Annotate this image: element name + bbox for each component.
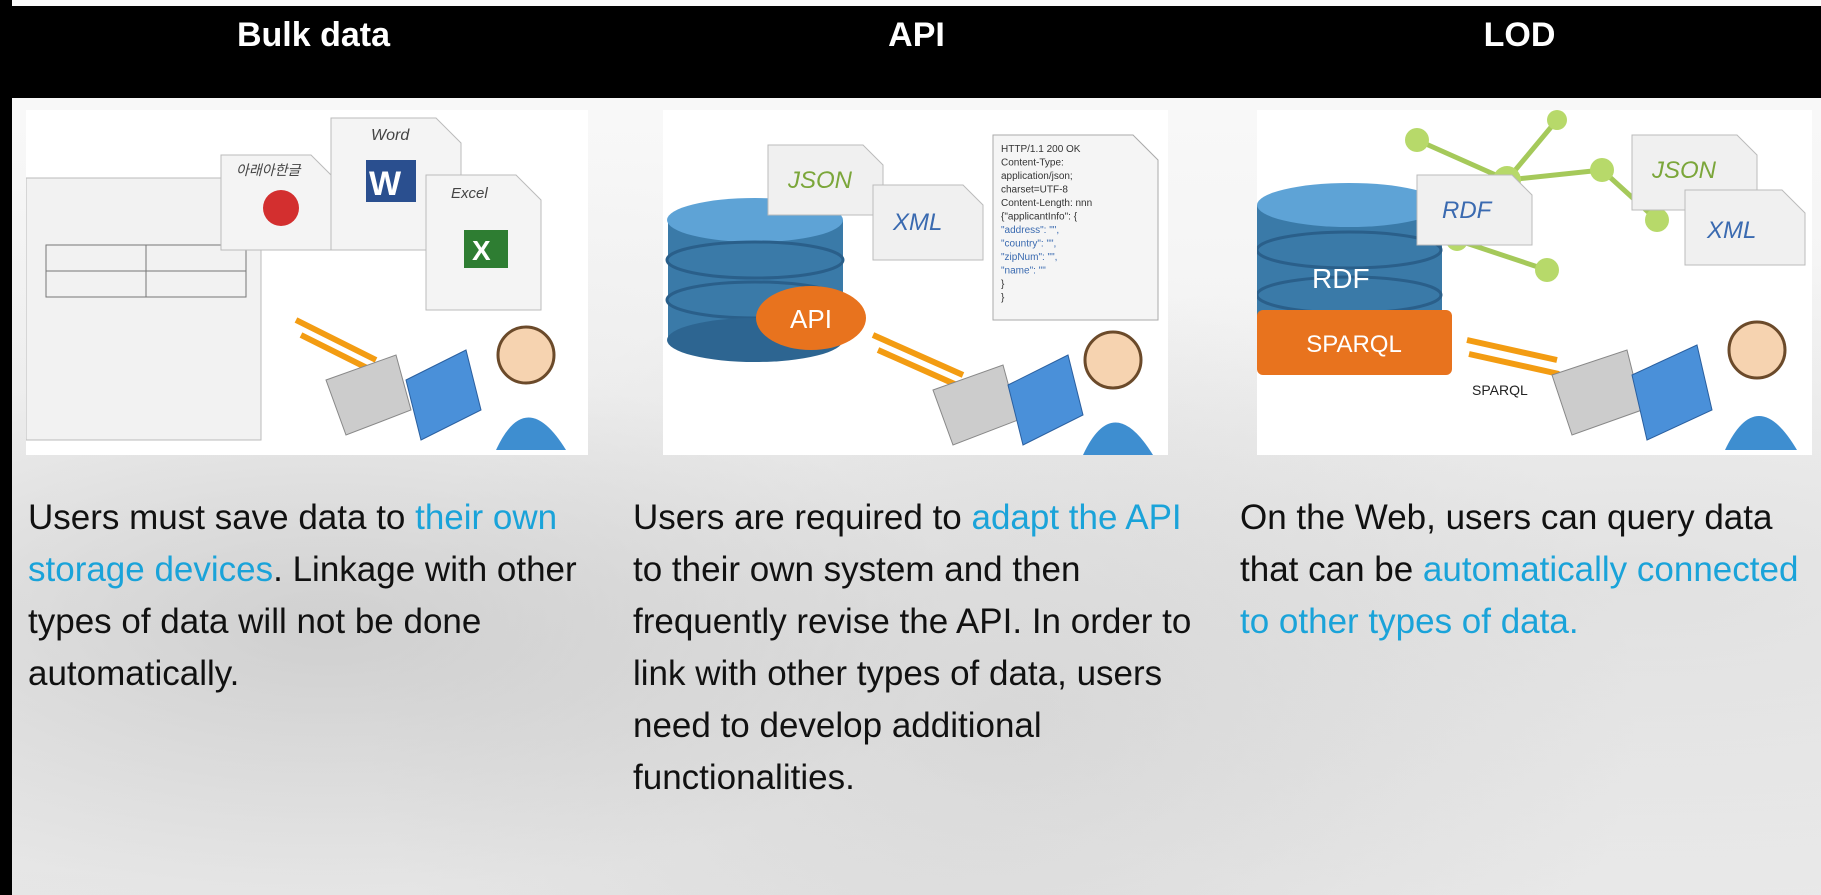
sparql-arrow xyxy=(1466,337,1558,363)
xml-document-icon: XML xyxy=(1684,189,1806,266)
header-lod: LOD xyxy=(1483,16,1556,54)
lod-diagram: JSON XML RDF RDF SPAR xyxy=(1257,110,1806,450)
word-label: Word xyxy=(371,127,410,144)
hwp-label: 아래아한글 xyxy=(236,162,302,178)
rdf-document-icon: RDF xyxy=(1416,174,1533,246)
user-laptop-icon xyxy=(932,354,1084,446)
http-line: {"applicantInfo": { xyxy=(1001,212,1078,223)
lod-illustration: JSON XML RDF RDF SPAR xyxy=(1257,110,1812,455)
lod-desc-text: On the Web, users can query data that ca… xyxy=(1240,498,1773,589)
api-arrow xyxy=(871,332,965,378)
spreadsheet-sheet xyxy=(26,177,262,441)
bulk-data-illustration: 아래아한글 Word W Excel X xyxy=(26,110,588,455)
api-badge: API xyxy=(756,286,866,350)
sparql-endpoint-box: SPARQL xyxy=(1257,310,1452,375)
bulk-data-description: Users must save data to their own storag… xyxy=(28,492,598,700)
bulk-desc-text-end: . Linkage with other types of data will … xyxy=(28,550,577,693)
user-avatar-icon xyxy=(1083,330,1153,455)
api-illustration: API JSON XML HTTP/1.1 200 OK Content-Type… xyxy=(663,110,1168,455)
xml-label: XML xyxy=(1706,217,1756,244)
user-avatar-icon xyxy=(496,325,566,450)
svg-text:X: X xyxy=(472,235,491,266)
http-line: application/json; xyxy=(1001,171,1073,182)
rdf-doc-label: RDF xyxy=(1442,197,1493,224)
excel-document-icon: Excel X xyxy=(425,174,542,311)
api-badge-label: API xyxy=(790,304,832,334)
sparql-box-label: SPARQL xyxy=(1306,331,1402,358)
http-line: "name": "" xyxy=(1001,266,1046,277)
http-line: Content-Type: xyxy=(1001,158,1064,169)
api-desc-text: Users are required to xyxy=(633,498,972,537)
lod-description: On the Web, users can query data that ca… xyxy=(1240,492,1810,648)
user-laptop-icon xyxy=(325,349,482,441)
json-label: JSON xyxy=(1651,157,1717,184)
bulk-data-diagram: 아래아한글 Word W Excel X xyxy=(26,117,566,450)
api-desc-text-end: to their own system and then frequently … xyxy=(633,550,1192,797)
http-line: } xyxy=(1001,293,1005,304)
bulk-desc-text: Users must save data to xyxy=(28,498,416,537)
user-avatar-icon xyxy=(1725,320,1797,450)
api-desc-highlight: adapt the API xyxy=(971,498,1182,537)
svg-text:W: W xyxy=(369,165,402,203)
api-diagram: API JSON XML HTTP/1.1 200 OK Content-Type… xyxy=(665,134,1159,455)
http-line: "zipNum": "", xyxy=(1001,252,1057,263)
http-line: charset=UTF-8 xyxy=(1001,185,1068,196)
http-response-lines: HTTP/1.1 200 OK Content-Type: application/… xyxy=(1001,144,1092,304)
hwp-document-icon: 아래아한글 xyxy=(220,154,332,251)
http-line: Content-Length: nnn xyxy=(1001,198,1092,209)
graph-nodes xyxy=(1405,110,1669,282)
http-response-document: HTTP/1.1 200 OK Content-Type: application/… xyxy=(992,134,1159,321)
header-bulk-data: Bulk data xyxy=(236,16,391,54)
excel-label: Excel xyxy=(451,185,488,202)
user-laptop-icon xyxy=(1551,344,1713,441)
left-border xyxy=(0,0,12,895)
http-line: HTTP/1.1 200 OK xyxy=(1001,144,1081,155)
xml-label: XML xyxy=(892,209,942,236)
json-document-icon: JSON xyxy=(767,144,884,216)
download-arrow xyxy=(294,317,378,363)
header-api: API xyxy=(888,16,945,54)
sparql-arrow-label: SPARQL xyxy=(1472,382,1528,398)
http-line: } xyxy=(1001,279,1005,290)
http-line: "country": "", xyxy=(1001,239,1056,250)
json-label: JSON xyxy=(787,167,853,194)
xml-document-icon: XML xyxy=(872,184,984,261)
rdf-db-label: RDF xyxy=(1312,263,1370,294)
header-bar: Bulk data API LOD xyxy=(12,6,1821,98)
api-description: Users are required to adapt the API to t… xyxy=(633,492,1213,804)
http-line: "address": "", xyxy=(1001,225,1059,236)
bulk-desc-highlight: their own storage devices xyxy=(28,498,558,589)
lod-desc-highlight: automatically connected to other types o… xyxy=(1240,550,1799,641)
